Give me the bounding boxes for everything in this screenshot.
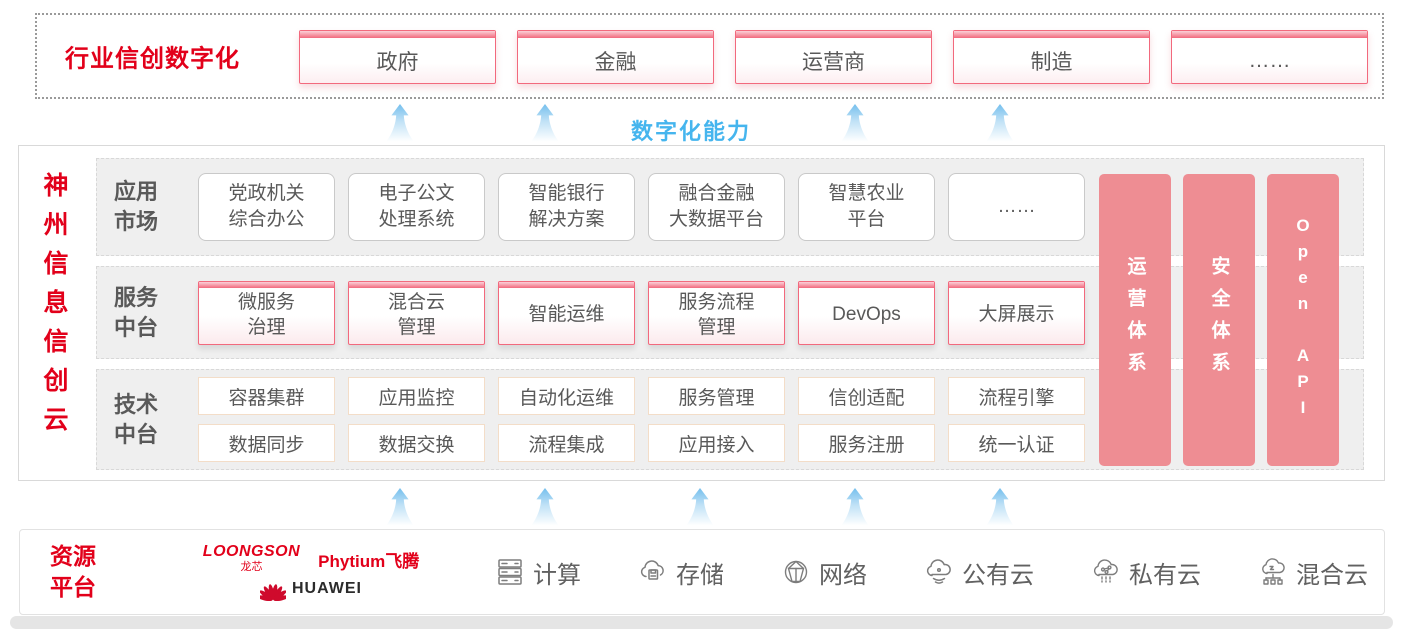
- industry-banner-title: 行业信创数字化: [65, 45, 240, 73]
- industry-box-government: 政府: [299, 30, 496, 84]
- up-arrow-icon: [986, 488, 1014, 526]
- industry-label: ……: [1248, 48, 1291, 72]
- service-card: 混合云 管理: [348, 280, 485, 345]
- tech-card: 流程集成: [498, 424, 635, 462]
- up-arrow-icon: [841, 488, 869, 526]
- up-arrow-icon: [986, 104, 1014, 142]
- tech-cards-line-1: 容器集群 应用监控 自动化运维 服务管理 信创适配 流程引擎: [198, 377, 1085, 415]
- huawei-logo: HUAWEI: [260, 577, 362, 601]
- resource-item-network: 网络: [780, 555, 867, 590]
- resource-item-private-cloud: 私有云: [1090, 555, 1201, 590]
- cloud-platform-box: 神州信息信创云 应用 市场 党政机关 综合办公 电子公文 处理系统 智能银行 解…: [18, 145, 1385, 481]
- industry-box-finance: 金融: [517, 30, 714, 84]
- huawei-wordmark: HUAWEI: [292, 579, 362, 597]
- resource-item-compute: 计算: [494, 555, 581, 590]
- tech-card: 数据同步: [198, 424, 335, 462]
- industry-box-row: 政府 金融 运营商 制造 ……: [299, 30, 1368, 84]
- resource-item-label: 计算: [533, 561, 581, 589]
- tech-card: 流程引擎: [948, 377, 1085, 415]
- resource-platform-label: 资源 平台: [50, 542, 96, 600]
- tech-card: 服务管理: [648, 377, 785, 415]
- up-arrow-icon: [686, 488, 714, 526]
- pillar-security-system: 安全体系: [1183, 174, 1255, 466]
- tech-middle-platform-row: 技术 中台 容器集群 应用监控 自动化运维 服务管理 信创适配 流程引擎 数据同…: [96, 369, 1364, 470]
- pillar-open-api: Open API: [1267, 174, 1339, 466]
- tech-cards-line-2: 数据同步 数据交换 流程集成 应用接入 服务注册 统一认证: [198, 424, 1085, 462]
- service-card: 智能运维: [498, 280, 635, 345]
- industry-label: 政府: [376, 50, 419, 74]
- service-card: DevOps: [798, 280, 935, 345]
- pillar-operation-system: 运营体系: [1099, 174, 1171, 466]
- industry-box-operator: 运营商: [735, 30, 932, 84]
- up-arrow-icon: [841, 104, 869, 142]
- compute-icon: [494, 556, 526, 588]
- tech-card: 统一认证: [948, 424, 1085, 462]
- platform-vertical-title: 神州信息信创云: [40, 172, 68, 445]
- service-card: 微服务 治理: [198, 280, 335, 345]
- huawei-flower-icon: [260, 583, 286, 601]
- app-card: 党政机关 综合办公: [198, 173, 335, 241]
- app-card: 融合金融 大数据平台: [648, 173, 785, 241]
- resource-item-hybrid-cloud: 混合云: [1257, 555, 1368, 590]
- tech-cards-grid: 容器集群 应用监控 自动化运维 服务管理 信创适配 流程引擎 数据同步 数据交换…: [198, 377, 1085, 462]
- bottom-base-bar: [10, 616, 1393, 629]
- service-card: 服务流程 管理: [648, 280, 785, 345]
- industry-box-manufacturing: 制造: [953, 30, 1150, 84]
- vendor-logos-top: LOONGSON 龙芯 Phytium飞腾: [202, 542, 420, 573]
- resource-item-label: 网络: [819, 561, 867, 589]
- industry-label: 金融: [594, 50, 637, 74]
- vendor-logos: LOONGSON 龙芯 Phytium飞腾: [196, 542, 426, 601]
- resource-item-label: 混合云: [1296, 561, 1368, 589]
- up-arrow-icon: [531, 104, 559, 142]
- phytium-logo: Phytium飞腾: [318, 551, 420, 571]
- private-cloud-icon: [1090, 556, 1122, 588]
- tech-card: 信创适配: [798, 377, 935, 415]
- resource-platform-box: 资源 平台 LOONGSON 龙芯 Phytium飞腾: [19, 529, 1385, 615]
- tech-card: 自动化运维: [498, 377, 635, 415]
- resource-item-label: 公有云: [962, 561, 1034, 589]
- hybrid-cloud-icon: [1257, 556, 1289, 588]
- loongson-wordmark: LOONGSON: [202, 542, 301, 560]
- service-card: 大屏展示: [948, 280, 1085, 345]
- up-arrow-icon: [386, 488, 414, 526]
- loongson-logo: LOONGSON 龙芯: [202, 542, 301, 573]
- storage-icon: [637, 556, 669, 588]
- loongson-chinese: 龙芯: [240, 560, 263, 573]
- tech-card: 数据交换: [348, 424, 485, 462]
- app-card: 智慧农业 平台: [798, 173, 935, 241]
- resource-item-label: 私有云: [1129, 561, 1201, 589]
- resource-items: 计算 存储: [494, 555, 1368, 590]
- app-card: 电子公文 处理系统: [348, 173, 485, 241]
- service-middle-platform-row: 服务 中台 微服务 治理 混合云 管理 智能运维 服务流程 管理 DevOps …: [96, 266, 1364, 359]
- app-card: 智能银行 解决方案: [498, 173, 635, 241]
- public-cloud-icon: [923, 556, 955, 588]
- up-arrow-icon: [386, 104, 414, 142]
- tech-card: 应用监控: [348, 377, 485, 415]
- resource-item-public-cloud: 公有云: [923, 555, 1034, 590]
- app-market-cards: 党政机关 综合办公 电子公文 处理系统 智能银行 解决方案 融合金融 大数据平台…: [198, 173, 1085, 241]
- up-arrow-icon: [531, 488, 559, 526]
- app-market-row-label: 应用 市场: [114, 179, 159, 234]
- tech-card: 应用接入: [648, 424, 785, 462]
- network-icon: [780, 556, 812, 588]
- tech-card: 容器集群: [198, 377, 335, 415]
- industry-box-more: ……: [1171, 30, 1368, 84]
- app-card-more: ……: [948, 173, 1085, 241]
- capability-label: 数字化能力: [631, 119, 752, 144]
- resource-item-label: 存储: [676, 561, 724, 589]
- service-row-label: 服务 中台: [114, 284, 159, 340]
- app-market-row: 应用 市场 党政机关 综合办公 电子公文 处理系统 智能银行 解决方案 融合金融…: [96, 158, 1364, 256]
- industry-label: 制造: [1030, 50, 1073, 74]
- service-cards: 微服务 治理 混合云 管理 智能运维 服务流程 管理 DevOps 大屏展示: [198, 280, 1085, 345]
- industry-banner: 行业信创数字化 政府 金融 运营商 制造 ……: [35, 13, 1384, 99]
- industry-label: 运营商: [802, 50, 865, 74]
- resource-item-storage: 存储: [637, 555, 724, 590]
- tech-row-label: 技术 中台: [114, 391, 159, 447]
- tech-card: 服务注册: [798, 424, 935, 462]
